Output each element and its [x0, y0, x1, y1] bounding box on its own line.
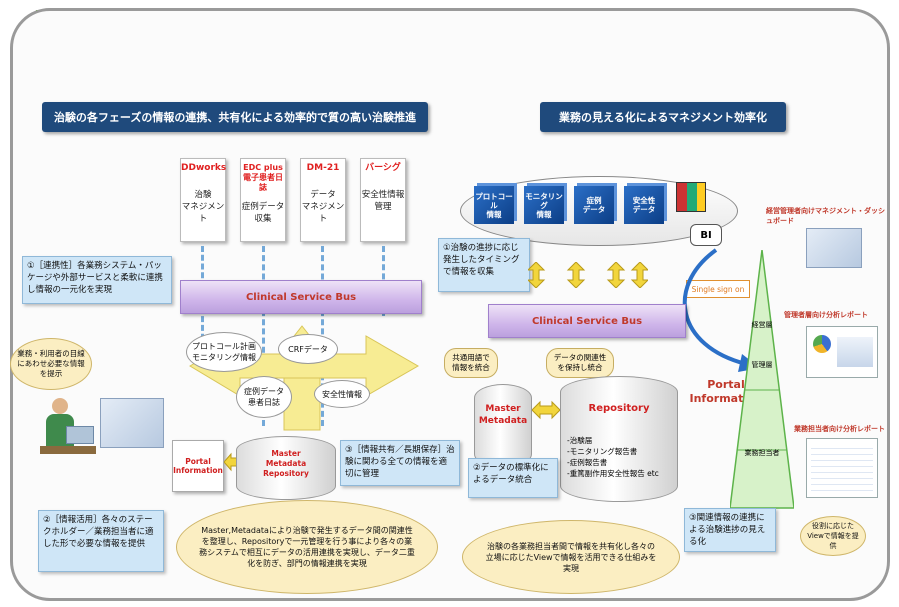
cube-safety-data: 安全性 データ [624, 186, 664, 224]
cube-monitoring: モニタリング 情報 [524, 186, 564, 224]
system-function: 治験 マネジメント [181, 190, 225, 224]
right-repository: Repository -治験届 -モニタリング報告書 -症例報告書 -重篤副作用… [560, 376, 678, 502]
system-ddworks: DDworks 治験 マネジメント [180, 158, 226, 242]
left-callout-sharing: ③［情報共有／長期保存］治験に関わる全ての情報を適切に管理 [340, 440, 460, 486]
left-header: 治験の各フェーズの情報の連携、共有化による効率的で質の高い治験推進 [42, 102, 428, 132]
left-master-metadata-repository: Master Metadata Repository [236, 436, 336, 500]
report-manager-label: 管理者層向け分析レポート [784, 311, 868, 319]
bubble-common-terms: 共通用語で 情報を統合 [444, 348, 498, 378]
repository-title: Repository [588, 403, 650, 414]
report-staff-label: 業務担当者向け分析レポート [794, 425, 885, 433]
screen-thumbnail [100, 398, 164, 448]
system-name: EDC plus 電子患者日誌 [243, 163, 283, 192]
bubble-case-data: 症例データ 患者日誌 [236, 376, 292, 418]
repository-item: -症例報告書 [567, 458, 608, 467]
bi-label: BI [690, 224, 722, 246]
system-function: 症例データ 収集 [241, 202, 285, 224]
right-callout-collection: ①治験の進捗に応じ発生したタイミングで情報を収集 [438, 238, 530, 292]
pyramid-level-staff: 業務担当者 [744, 449, 780, 457]
manager-report-thumbnail [806, 326, 878, 378]
left-portal-information: Portal Information [172, 440, 224, 492]
left-summary-oval: Master,Metadataにより治験で発生するデータ間の関連性を整理し、Re… [176, 500, 438, 594]
role-note-bubble: 役割に応じたViewで情報を提供 [800, 516, 866, 556]
system-function: データ マネジメント [301, 190, 345, 224]
left-clinical-service-bus: Clinical Service Bus [180, 280, 422, 314]
repository-item: -重篤副作用安全性報告 etc [567, 469, 659, 478]
right-callout-visualization: ③関連情報の連携による治験進捗の見える化 [684, 508, 776, 552]
management-pyramid [730, 250, 794, 509]
repository-item: -モニタリング報告書 [567, 447, 638, 456]
report-dashboard-label: 経営管理者向けマネジメント・ダッシュボード [766, 207, 885, 225]
cube-protocol: プロトコール 情報 [474, 186, 514, 224]
pyramid-level-executive: 経営層 [751, 321, 773, 329]
repository-item: -治験届 [567, 436, 593, 445]
left-callout-utilization: ②［情報活用］各々のステークホルダー／業務担当者に適した形で必要な情報を提供 [38, 510, 164, 572]
master-label: Master Metadata [478, 404, 528, 426]
system-function: 安全性情報 管理 [361, 190, 405, 212]
pyramid-level-manager: 管理層 [751, 361, 773, 369]
double-arrow-icon [532, 400, 560, 420]
system-varsig: バーシグ 安全性情報 管理 [360, 158, 406, 242]
dashboard-thumbnail [806, 228, 862, 268]
vertical-arrows [528, 262, 648, 288]
system-name: DM-21 [306, 163, 340, 173]
bubble-relation-keep: データの関連性 を保持し統合 [546, 348, 614, 378]
bi-cube-icon [676, 182, 706, 212]
dashed-arrow [262, 246, 265, 426]
cube-case-data: 症例 データ [574, 186, 614, 224]
repository-items: -治験届 -モニタリング報告書 -症例報告書 -重篤副作用安全性報告 etc [567, 435, 659, 479]
left-callout-connectivity: ①［連携性］各業務システム・パッケージや外部サービスと柔軟に連携し情報の一元化を… [22, 256, 172, 304]
bubble-crf-data: CRFデータ [278, 334, 338, 364]
right-callout-standardization: ②データの標準化によるデータ統合 [468, 458, 558, 498]
user-note-bubble: 業務・利用者の目線にあわせ必要な情報を提示 [10, 338, 92, 390]
right-header: 業務の見える化によるマネジメント効率化 [540, 102, 786, 132]
bubble-safety-info: 安全性情報 [314, 380, 370, 408]
system-name: バーシグ [365, 163, 401, 173]
system-name: DDworks [181, 163, 227, 173]
right-clinical-service-bus: Clinical Service Bus [488, 304, 686, 338]
staff-report-thumbnail [806, 438, 878, 498]
system-dm21: DM-21 データ マネジメント [300, 158, 346, 242]
system-edc: EDC plus 電子患者日誌 症例データ 収集 [240, 158, 286, 242]
right-summary-oval: 治験の各業務担当者間で情報を共有化し各々の立場に応じたViewで情報を活用できる… [462, 520, 680, 594]
bubble-protocol-monitoring: プロトコール計画 モニタリング情報 [186, 332, 262, 372]
repository-label: Master Metadata Repository [263, 449, 309, 478]
user-illustration [36, 398, 100, 460]
right-master-metadata: Master Metadata [474, 384, 532, 468]
